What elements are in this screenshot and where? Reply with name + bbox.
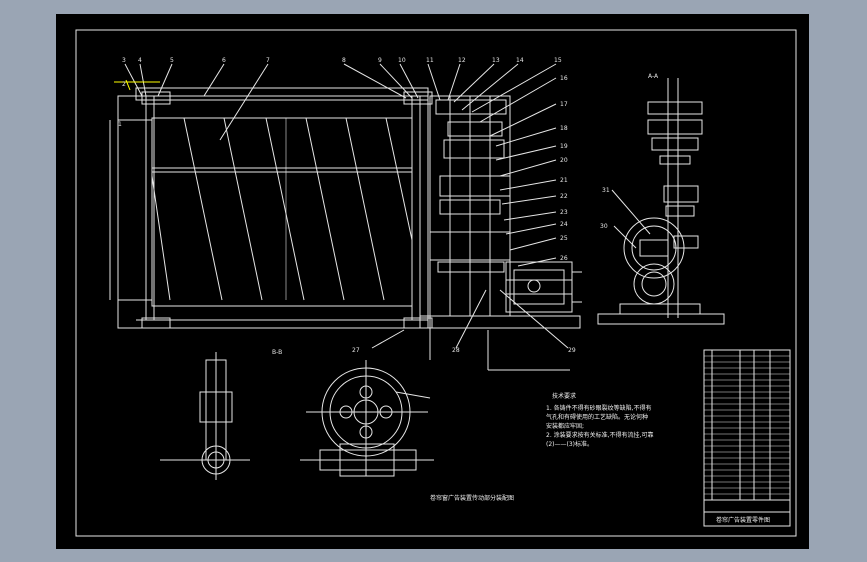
part-number-29: 29 — [568, 347, 576, 354]
part-number-25: 25 — [560, 235, 568, 242]
part-number-2: 2 — [122, 81, 126, 88]
part-number-19: 19 — [560, 143, 568, 150]
part-number-31: 31 — [602, 187, 610, 194]
banner-window — [151, 117, 413, 307]
part-number-8: 8 — [342, 57, 346, 64]
part-number-23: 23 — [560, 209, 568, 216]
part-number-22: 22 — [560, 193, 568, 200]
part-number-28: 28 — [452, 347, 460, 354]
part-number-27: 27 — [352, 347, 360, 354]
tech-requirements-title: 技术要求 — [552, 392, 576, 400]
part-number-5: 5 — [170, 57, 174, 64]
parts-table-rows — [704, 355, 790, 495]
part-number-16: 16 — [560, 75, 568, 82]
part-number-7: 7 — [266, 57, 270, 64]
part-number-21: 21 — [560, 177, 568, 184]
part-number-13: 13 — [492, 57, 500, 64]
part-number-10: 10 — [398, 57, 406, 64]
section-label: B-B — [272, 349, 282, 356]
part-number-17: 17 — [560, 101, 568, 108]
tech-line: 2. 涂装要求按有关标准,不得有流挂,可靠 — [546, 431, 653, 439]
part-number-labels-right: 16 17 18 19 20 21 22 23 24 25 26 — [560, 75, 568, 262]
part-number-1: 1 — [118, 121, 122, 128]
tech-requirements-lines: 1. 各铸件不得有砂眼裂纹等缺陷,不得有 气孔和有碍使用的工艺缺陷。无论何种 安… — [546, 404, 653, 448]
part-number-11: 11 — [426, 57, 434, 64]
tech-line: 1. 各铸件不得有砂眼裂纹等缺陷,不得有 — [546, 404, 652, 412]
part-number-12: 12 — [458, 57, 466, 64]
part-number-14: 14 — [516, 57, 524, 64]
part-number-24: 24 — [560, 221, 568, 228]
part-number-26: 26 — [560, 255, 568, 262]
title-block-name: 卷帘广告装置零件图 — [716, 516, 770, 524]
part-number-20: 20 — [560, 157, 568, 164]
part-number-4: 4 — [138, 57, 142, 64]
part-number-18: 18 — [560, 125, 568, 132]
part-number-6: 6 — [222, 57, 226, 64]
sheet-border — [75, 29, 797, 537]
tech-line: 安装都应牢固; — [546, 422, 584, 430]
drawing-title: 卷帘窗广告装置传动部分装配图 — [430, 494, 514, 502]
part-number-9: 9 — [378, 57, 382, 64]
part-number-3: 3 — [122, 57, 126, 64]
part-number-30: 30 — [600, 223, 608, 230]
accent-lines — [114, 79, 160, 91]
tech-line: (2)——(3)标准。 — [546, 440, 593, 448]
tech-line: 气孔和有碍使用的工艺缺陷。无论何种 — [546, 413, 648, 421]
part-number-15: 15 — [554, 57, 562, 64]
main-frame-outline — [117, 95, 429, 329]
top-rail — [135, 87, 429, 101]
part-number-labels-top: 3 4 5 6 7 8 9 10 11 12 13 14 15 — [122, 57, 562, 64]
side-view-label: A-A — [648, 73, 659, 80]
